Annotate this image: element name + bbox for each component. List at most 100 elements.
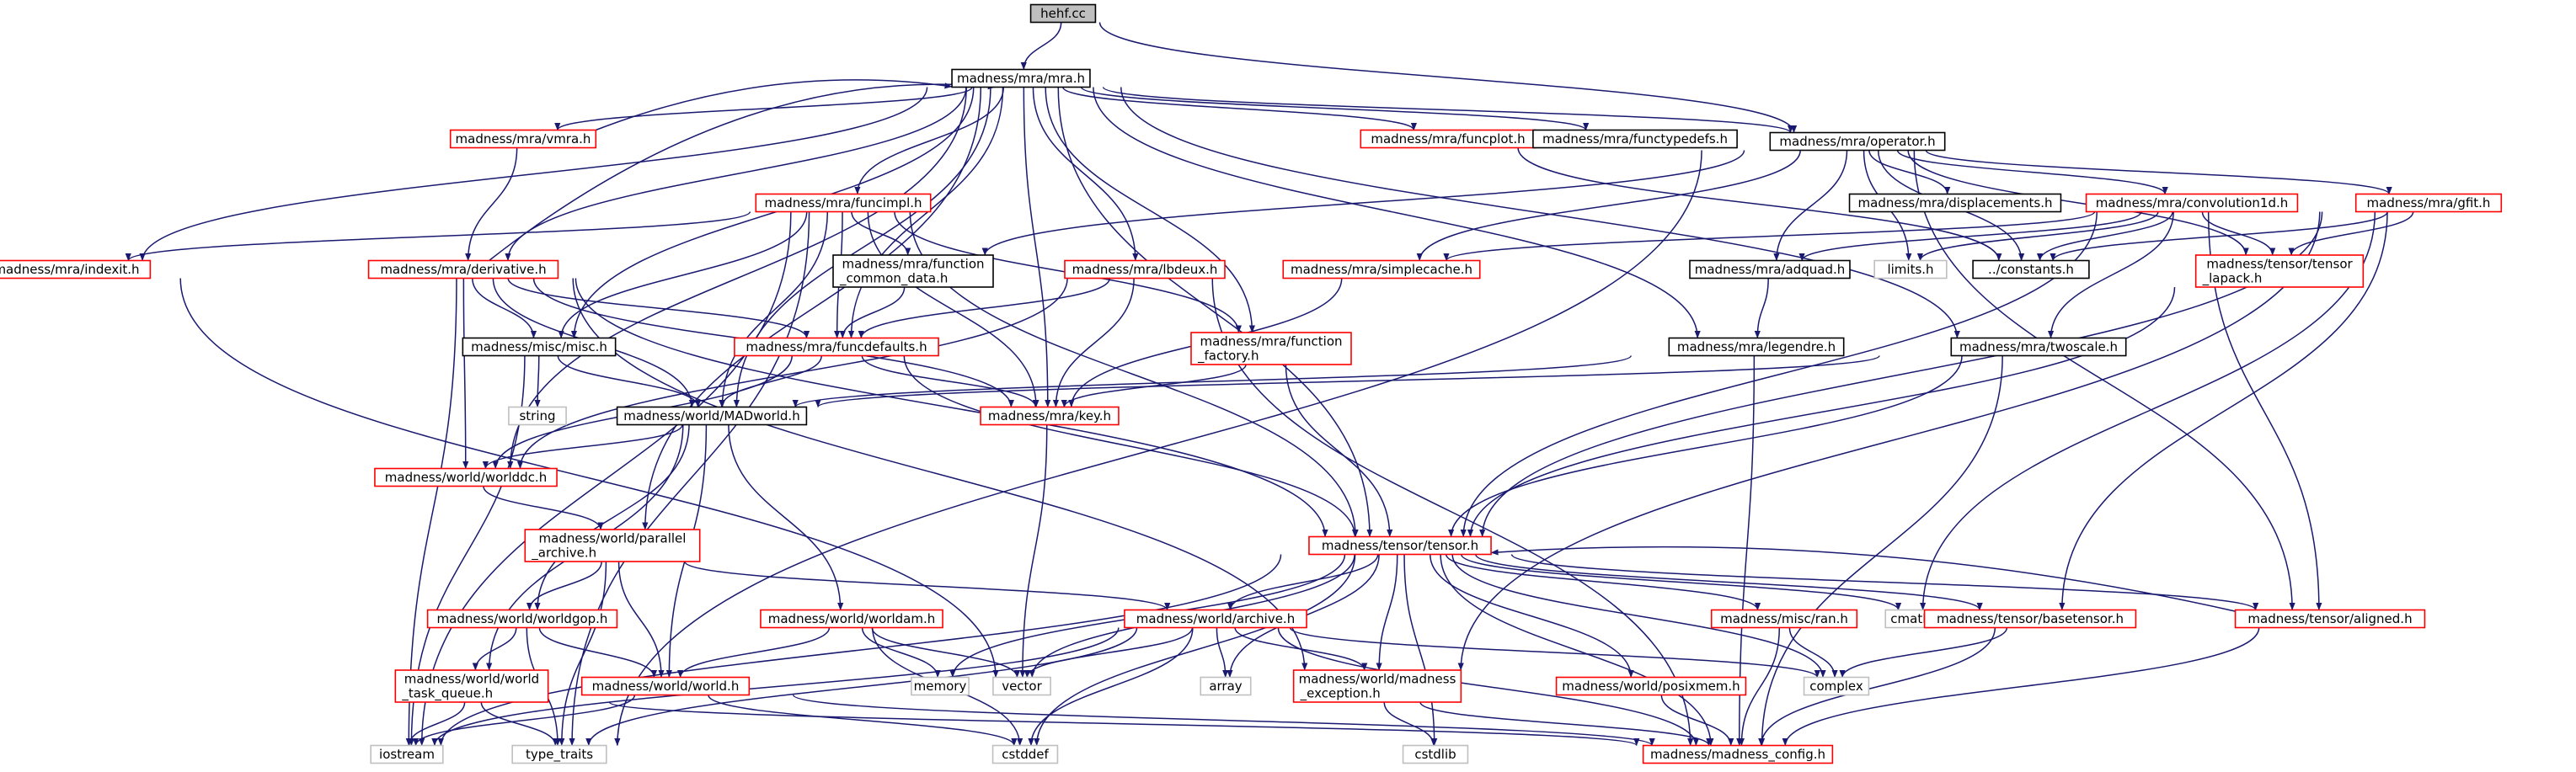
edge	[1277, 627, 1699, 746]
edge-worldam-to-memory	[861, 627, 941, 678]
node-box	[426, 609, 618, 629]
node-key[interactable]: madness/mra/key.h	[980, 406, 1120, 426]
node-mra[interactable]: madness/mra/mra.h	[951, 68, 1091, 88]
node-parchive[interactable]: madness/world/parallel_archive.h	[524, 529, 701, 562]
node-madworld[interactable]: madness/world/MADworld.h	[616, 406, 808, 426]
edge-aligned-to-tensor	[1490, 546, 2236, 612]
edge	[2050, 211, 2388, 261]
node-vmra[interactable]: madness/mra/vmra.h	[449, 129, 597, 149]
edge	[1045, 87, 1256, 333]
node-world[interactable]: madness/world/world.h	[580, 676, 751, 696]
edge	[557, 355, 702, 407]
node-funcplot[interactable]: madness/mra/funcplot.h	[1360, 129, 1537, 149]
node-operator[interactable]: madness/mra/operator.h	[1769, 131, 1946, 152]
edge-tensor-to-iostream	[437, 554, 1282, 746]
node-derivative[interactable]: madness/mra/derivative.h	[367, 259, 559, 280]
node-box	[832, 254, 994, 288]
edge	[1660, 695, 1734, 746]
edge-derivative-to-worlddc	[462, 278, 469, 469]
edge	[1916, 211, 2159, 261]
node-label: madness/mra/convolution1d.h	[2096, 195, 2289, 210]
node-funcimpl[interactable]: madness/mra/funcimpl.h	[755, 193, 932, 213]
edge-twoscale-to-mconfig	[1758, 355, 2003, 746]
node-label: cstddef	[1002, 747, 1049, 762]
edge-mexception-to-mconfig	[1419, 701, 1713, 746]
node-mconfig[interactable]: madness/madness_config.h	[1642, 744, 1834, 764]
node-box	[911, 676, 970, 696]
edge-adquad-to-legendre	[1754, 278, 1769, 338]
node-label: cmath	[1890, 611, 1930, 626]
node-tensor[interactable]: madness/tensor/tensor.h	[1308, 535, 1492, 556]
node-wtq[interactable]: madness/world/world_task_queue.h	[394, 669, 549, 703]
edge	[1023, 87, 1051, 407]
edge-mra-to-ffactory	[1045, 87, 1256, 333]
node-box	[755, 193, 932, 213]
edge-tensor-to-ran	[1445, 554, 1761, 610]
node-legendre[interactable]: madness/mra/legendre.h	[1668, 337, 1845, 357]
node-posixmem[interactable]: madness/world/posixmem.h	[1555, 676, 1747, 696]
edge	[1754, 278, 1769, 338]
node-displacements[interactable]: madness/mra/displacements.h	[1848, 193, 2062, 213]
edge-mra-to-legendre	[1093, 87, 1701, 338]
node-convolution1d[interactable]: madness/mra/convolution1d.h	[2085, 193, 2299, 213]
node-fcd[interactable]: madness/mra/function_common_data.h	[832, 254, 994, 288]
node-gfit[interactable]: madness/mra/gfit.h	[2354, 193, 2503, 213]
edge	[684, 561, 1171, 611]
node-aligned[interactable]: madness/tensor/aligned.h	[2234, 609, 2426, 629]
node-mexception[interactable]: madness/world/madness_exception.h	[1292, 669, 1462, 703]
edge	[554, 86, 973, 131]
edge	[437, 554, 1282, 746]
edge-gfit-to-constants	[2050, 211, 2388, 261]
node-basetensor[interactable]: madness/tensor/basetensor.h	[1923, 609, 2137, 629]
node-label: hehf.cc	[1040, 6, 1086, 21]
node-label: madness/misc/misc.h	[471, 339, 607, 354]
edge	[419, 211, 792, 746]
node-funcdefaults[interactable]: madness/mra/funcdefaults.h	[734, 337, 939, 357]
node-indexit[interactable]: madness/mra/indexit.h	[0, 259, 152, 280]
edge	[1773, 150, 1848, 261]
edge	[569, 211, 810, 746]
edge-hehf-to-operator	[1098, 22, 1798, 133]
edge-operator-to-displacements	[1868, 150, 1951, 194]
edge-operator-to-gfit	[1925, 149, 2392, 195]
edge-worldgop-to-world	[538, 627, 658, 678]
edge	[1120, 87, 1960, 338]
node-worldam[interactable]: madness/world/worldam.h	[760, 609, 943, 629]
node-archive[interactable]: madness/world/archive.h	[1124, 609, 1307, 629]
edge-vmra-to-derivative	[465, 147, 518, 261]
edge	[412, 695, 636, 746]
edge	[815, 354, 1880, 408]
node-vector: vector	[992, 676, 1051, 696]
edge-madworld-to-worlddc	[482, 424, 683, 469]
edge-funcimpl-to-typetraits	[569, 211, 810, 746]
edge	[405, 278, 457, 746]
node-constants[interactable]: ../constants.h	[1972, 259, 2090, 280]
node-worldgop[interactable]: madness/world/worldgop.h	[426, 609, 618, 629]
node-functypedefs[interactable]: madness/mra/functypedefs.h	[1532, 129, 1738, 149]
edge-convolution1d-to-twoscale	[2047, 211, 2174, 338]
edge	[728, 424, 844, 610]
node-misc[interactable]: madness/misc/misc.h	[462, 337, 617, 357]
edge	[1510, 553, 2259, 611]
node-label: string	[519, 408, 555, 423]
edge	[708, 695, 1018, 746]
edge	[462, 278, 469, 469]
node-typetraits: type_traits	[511, 744, 607, 764]
edge-funcimpl-to-indexit	[125, 210, 751, 262]
node-lbdeux[interactable]: madness/mra/lbdeux.h	[1064, 259, 1226, 280]
node-twoscale[interactable]: madness/mra/twoscale.h	[1950, 337, 2127, 357]
node-simplecache[interactable]: madness/mra/simplecache.h	[1282, 259, 1481, 280]
node-ran[interactable]: madness/misc/ran.h	[1710, 609, 1858, 629]
edge	[125, 210, 751, 262]
node-label: madness/world/worldam.h	[768, 611, 935, 626]
edge	[1896, 150, 2168, 194]
edge-mra-to-tensor	[1057, 87, 1373, 537]
edge	[1839, 627, 2008, 678]
node-tlapack[interactable]: madness/tensor/tensor_lapack.h	[2194, 254, 2365, 288]
edge	[482, 424, 683, 469]
node-worlddc[interactable]: madness/world/worlddc.h	[374, 467, 558, 487]
node-box	[374, 467, 558, 487]
node-adquad[interactable]: madness/mra/adquad.h	[1689, 259, 1851, 280]
edge-basetensor-to-complex	[1839, 627, 2008, 678]
node-ffactory[interactable]: madness/mra/function_factory.h	[1190, 332, 1352, 365]
